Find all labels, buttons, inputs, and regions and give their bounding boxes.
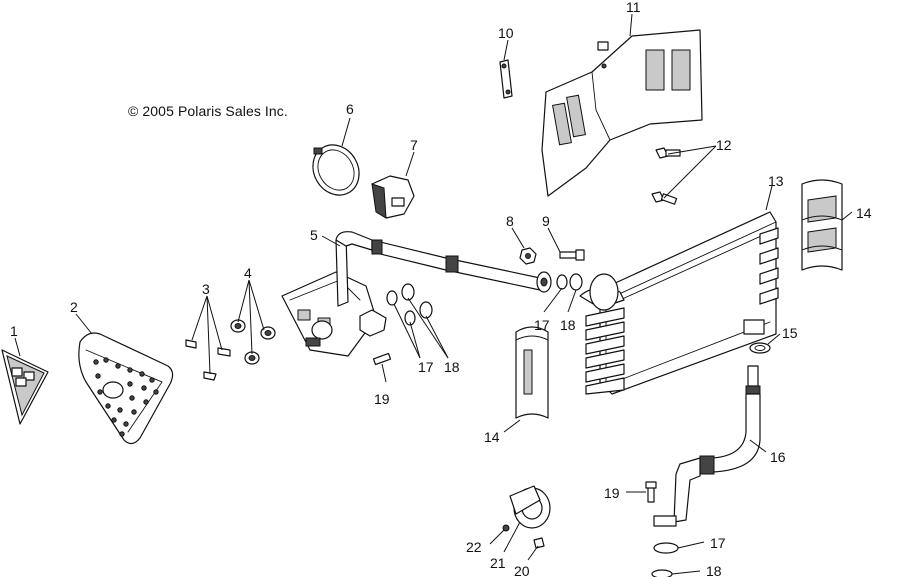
part-15-washer [749,342,771,354]
orings-lower [651,542,679,577]
callout-21: 21 [490,555,506,571]
callout-18-left: 18 [444,359,460,375]
part-7-mount [371,175,415,219]
callout-10: 10 [498,25,514,41]
leader-lines [14,13,853,575]
callout-13: 13 [768,173,784,189]
part-5-bracket [281,231,387,357]
part-14-cover-lower [515,326,549,419]
part-6-clamp [312,144,360,196]
callout-7: 7 [410,137,418,153]
part-13-oil-cooler [579,211,779,395]
callout-15: 15 [782,325,798,341]
part-3-clips [185,339,231,381]
part-11-shield [541,29,703,197]
callout-17-lower: 17 [710,535,726,551]
copyright-notice: © 2005 Polaris Sales Inc. [128,103,288,119]
callout-19-lower: 19 [604,485,620,501]
callout-3: 3 [202,281,210,297]
callout-16: 16 [770,449,786,465]
part-19-bolt-left [372,352,392,366]
callout-18-mid: 18 [560,317,576,333]
callout-14-right: 14 [856,205,872,221]
callout-1: 1 [10,323,18,339]
part-2-grille [78,332,174,445]
callout-6: 6 [346,101,354,117]
part-1-emblem [1,349,49,425]
part-16-lower-hose [653,365,761,527]
callout-20: 20 [514,563,530,577]
callout-14-lower: 14 [484,429,500,445]
part-9-bolt [559,249,585,261]
part-10-link [499,59,513,99]
callout-19-left: 19 [374,391,390,407]
upper-hose [371,239,552,293]
callout-12: 12 [716,137,732,153]
part-14-cover-right [801,179,843,271]
callout-11: 11 [626,0,641,15]
part-19-bolt-lower [645,481,657,503]
callout-17-left: 17 [418,359,434,375]
part-4-grommets [230,319,276,365]
callout-18-lower: 18 [706,563,722,577]
part-8-nut [519,247,537,265]
callout-numbers: 1 2 3 4 5 6 7 8 9 10 11 12 13 14 14 15 1… [10,0,872,577]
callout-8: 8 [506,213,514,229]
callout-17-mid: 17 [534,317,550,333]
parts-20-22-sender [502,485,551,549]
callout-22: 22 [466,539,482,555]
callout-9: 9 [542,213,550,229]
callout-5: 5 [310,227,318,243]
callout-4: 4 [244,265,252,281]
callout-2: 2 [70,299,78,315]
